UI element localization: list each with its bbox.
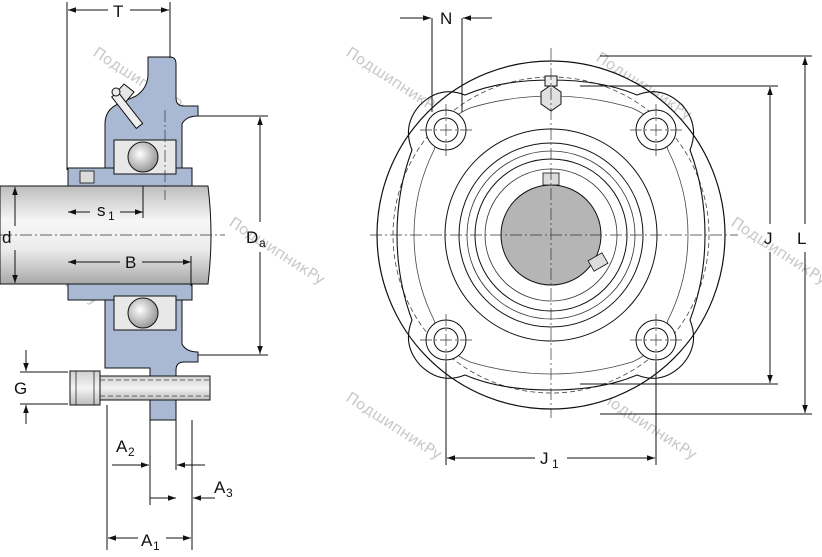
dim-A1: A (141, 531, 153, 550)
dim-A2: A (116, 437, 128, 456)
dim-A3-sub: 3 (226, 486, 233, 500)
dim-d: d (2, 228, 11, 247)
dim-J1-sub: 1 (552, 457, 559, 471)
dim-T: T (113, 2, 123, 21)
dim-s1: s (97, 201, 106, 220)
dim-s1-sub: 1 (108, 209, 115, 223)
dim-A2-sub: 2 (128, 445, 135, 459)
dim-G: G (14, 379, 27, 398)
bolt (69, 370, 211, 406)
set-screw-icon (79, 170, 95, 184)
watermark-text: ПодшипникРу (343, 43, 446, 118)
watermark-text: ПодшипникРу (598, 388, 701, 463)
ball-top (127, 141, 159, 173)
watermark-text: ПодшипникРу (226, 213, 329, 288)
dim-A1-sub: 1 (153, 539, 160, 553)
watermark-text: ПодшипникРу (728, 213, 822, 288)
left-dimensions: T s 1 B d D a G A 2 (2, 2, 268, 553)
dim-J: J (764, 229, 773, 248)
dim-B: B (125, 253, 136, 272)
dim-L: L (797, 229, 806, 248)
set-screw-icon (587, 252, 609, 272)
grease-nipple (110, 83, 144, 130)
ball-bottom (127, 297, 159, 329)
section-view (0, 56, 225, 421)
front-view (370, 48, 738, 418)
watermark-text: ПодшипникРу (343, 388, 446, 463)
dim-N: N (440, 9, 452, 28)
dim-A3: A (214, 478, 226, 497)
dim-J1: J (540, 449, 549, 468)
dim-Da-sub: a (259, 236, 266, 250)
right-dimensions: N J L J 1 (400, 9, 812, 471)
dim-Da: D (246, 228, 258, 247)
